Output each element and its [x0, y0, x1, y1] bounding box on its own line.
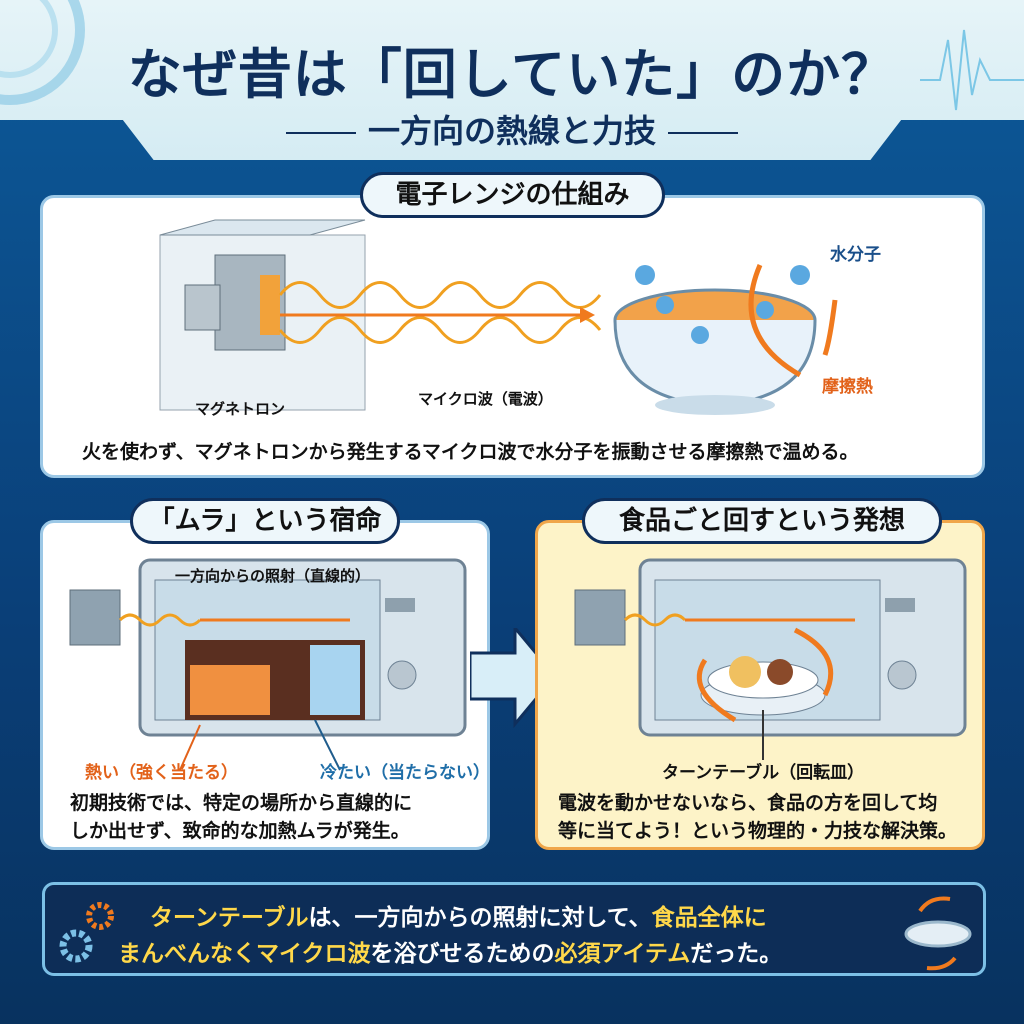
page-subtitle: 一方向の熱線と力技 — [0, 106, 1024, 152]
solution-heading: 食品ごと回すという発想 — [582, 498, 942, 544]
soup-bowl-icon — [613, 264, 838, 415]
summary-segment: を浴びせるための — [370, 941, 555, 967]
summary-segment: 食品全体に — [651, 905, 767, 931]
turntable-illustration — [574, 558, 967, 760]
summary-segment: だった。 — [690, 941, 783, 967]
mechanism-caption: 火を使わず、マグネトロンから発生するマイクロ波で水分子を振動させる摩擦熱で温める… — [82, 441, 859, 463]
magnetron-label: マグネトロン — [195, 400, 286, 418]
summary-segment: 必須アイテム — [554, 941, 691, 967]
microwave-waves — [278, 281, 602, 344]
summary-line-1: ターンテーブルは、一方向からの照射に対して、食品全体に — [150, 898, 767, 932]
summary-segment: まんべんなくマイクロ波 — [118, 941, 371, 967]
mechanism-illustration — [159, 219, 838, 415]
summary-segment: ターンテーブル — [150, 905, 309, 931]
gears-icon — [59, 902, 114, 963]
friction-heat-label: 摩擦熱 — [822, 377, 873, 397]
problem-caption-2: しか出せず、致命的な加熱ムラが発生。 — [70, 820, 410, 842]
turntable-label: ターンテーブル（回転皿） — [662, 763, 865, 783]
microwave-box-icon — [159, 219, 366, 411]
cold-label: 冷たい（当たらない） — [320, 763, 490, 783]
page-title: なぜ昔は「回していた」のか？ — [127, 43, 897, 106]
subtitle-text: 一方向の熱線と力技 — [367, 112, 656, 150]
rotating-plate-icon — [904, 896, 972, 971]
beam-direction-label: 一方向からの照射（直線的） — [175, 567, 371, 585]
summary-segment: は、一方向からの照射に対して、 — [308, 905, 652, 931]
problem-caption-1: 初期技術では、特定の場所から直線的に — [70, 792, 413, 814]
solution-caption-1: 電波を動かせないなら、食品の方を回して均 — [558, 792, 938, 814]
problem-heading: 「ムラ」という宿命 — [130, 498, 400, 544]
header — [0, 0, 1024, 160]
hot-label: 熱い（強く当たる） — [85, 763, 238, 783]
uneven-heating-illustration — [69, 558, 467, 771]
solution-caption-2: 等に当てよう！という物理的・力技な解決策。 — [558, 820, 958, 842]
mechanism-heading: 電子レンジの仕組み — [360, 172, 665, 218]
header-decor — [0, 0, 1024, 111]
summary-line-2: まんべんなくマイクロ波を浴びせるための必須アイテムだった。 — [118, 934, 782, 968]
summary-banner — [42, 882, 986, 976]
water-molecule-label: 水分子 — [830, 245, 881, 265]
wave-label: マイクロ波（電波） — [418, 390, 553, 408]
